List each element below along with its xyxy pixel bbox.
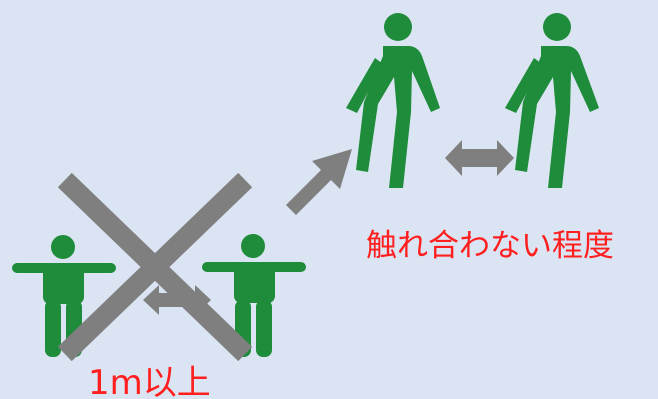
diagonal-arrow-icon xyxy=(286,149,352,215)
double-arrow-icon-right xyxy=(445,140,514,176)
x-mark-icon xyxy=(57,172,253,362)
person-arms-out-icon-left xyxy=(12,235,116,357)
walking-person-icon-left xyxy=(346,13,440,188)
close-distance-label: 触れ合わない程度 xyxy=(366,228,614,264)
walking-person-icon-right xyxy=(505,13,599,188)
min-distance-label: 1m以上 xyxy=(88,363,211,399)
